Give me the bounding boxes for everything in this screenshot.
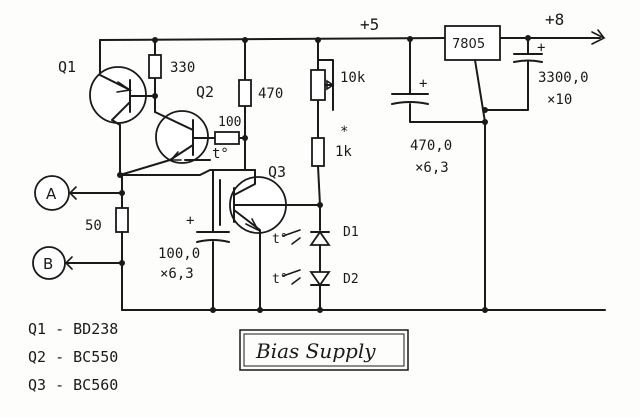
r10k-label: 10k xyxy=(340,70,366,86)
r1k-resistor xyxy=(311,137,325,167)
c470-plate-bottom xyxy=(391,101,429,105)
c3300-plate-bottom xyxy=(513,59,543,63)
r10k-resistor xyxy=(310,69,326,101)
r100-resistor xyxy=(214,131,240,145)
thermal-label-d2: t° xyxy=(272,272,288,287)
c100-plate-bottom xyxy=(196,239,230,243)
parts-list-item: Q3 - BC560 xyxy=(28,376,118,394)
r50-resistor xyxy=(115,207,129,233)
c100-voltage: ×6,3 xyxy=(160,266,194,282)
c3300-plus: + xyxy=(537,40,545,56)
r470-resistor xyxy=(238,79,252,107)
q2-collector-lead xyxy=(154,111,194,131)
input-terminal-mark xyxy=(591,29,606,45)
junction xyxy=(119,260,125,266)
q3-arrow xyxy=(245,218,260,232)
terminal-b-arrow xyxy=(64,256,73,270)
d1-diode xyxy=(309,230,331,246)
c100-plus: + xyxy=(186,213,194,229)
r330-label: 330 xyxy=(170,60,195,76)
r1k-label: 1k xyxy=(335,144,352,160)
q2-arrow xyxy=(169,151,182,161)
title-box-inner xyxy=(243,333,405,367)
c3300-value: 3300,0 xyxy=(538,70,589,86)
junction xyxy=(152,93,158,99)
plus8-label: +8 xyxy=(545,10,564,29)
d2-diode xyxy=(309,271,331,287)
junction xyxy=(482,107,488,113)
parts-list-item: Q1 - BD238 xyxy=(28,320,118,338)
r330-resistor xyxy=(148,54,162,79)
regulator-label: 7805 xyxy=(452,37,485,52)
junction xyxy=(242,135,248,141)
r470-label: 470 xyxy=(258,86,283,102)
q3-label: Q3 xyxy=(268,163,286,181)
q1-collector-lead xyxy=(111,101,131,126)
junction xyxy=(119,190,125,196)
q3-collector-lead xyxy=(233,209,261,311)
c470-voltage: ×6,3 xyxy=(415,160,449,176)
q3-emitter-lead xyxy=(233,169,256,196)
top-rail-wire xyxy=(99,37,446,41)
r50-label: 50 xyxy=(85,218,102,234)
parts-list-item: Q2 - BC550 xyxy=(28,348,118,366)
c470-bottom-wire xyxy=(409,103,486,123)
q1-arrow xyxy=(116,81,133,93)
d1-label: D1 xyxy=(343,225,359,240)
terminal-a-label: A xyxy=(46,185,57,203)
thermal-label-q2: t° xyxy=(212,146,229,162)
r1k-mark: * xyxy=(340,124,348,140)
d2-label: D2 xyxy=(343,272,359,287)
regulator-7805 xyxy=(444,25,501,61)
q2-q3-link-wire xyxy=(119,169,256,176)
r470-wire xyxy=(244,39,256,171)
r10k-wiper-arrow xyxy=(326,79,335,91)
diagram-title: Bias Supply xyxy=(255,339,376,363)
thermal-label-d1: t° xyxy=(272,232,288,247)
terminal-a-arrow xyxy=(68,186,77,200)
c3300-voltage: ×10 xyxy=(547,92,572,108)
plus5-label: +5 xyxy=(360,15,379,34)
c470-value: 470,0 xyxy=(410,138,452,154)
r100-label: 100 xyxy=(218,115,241,130)
q1-label: Q1 xyxy=(58,58,76,76)
q2-label: Q2 xyxy=(196,83,214,101)
thermal-arrow-d2 xyxy=(282,269,301,285)
c470-plus: + xyxy=(419,76,427,92)
c3300-bottom-wire xyxy=(484,61,529,111)
c100-value: 100,0 xyxy=(158,246,200,262)
r1k-bottom-wire xyxy=(317,165,321,206)
terminal-b-label: B xyxy=(43,255,53,273)
regulator-ground-wire xyxy=(474,59,486,311)
thermal-arrow-d1 xyxy=(282,229,301,245)
title-box xyxy=(239,329,409,371)
